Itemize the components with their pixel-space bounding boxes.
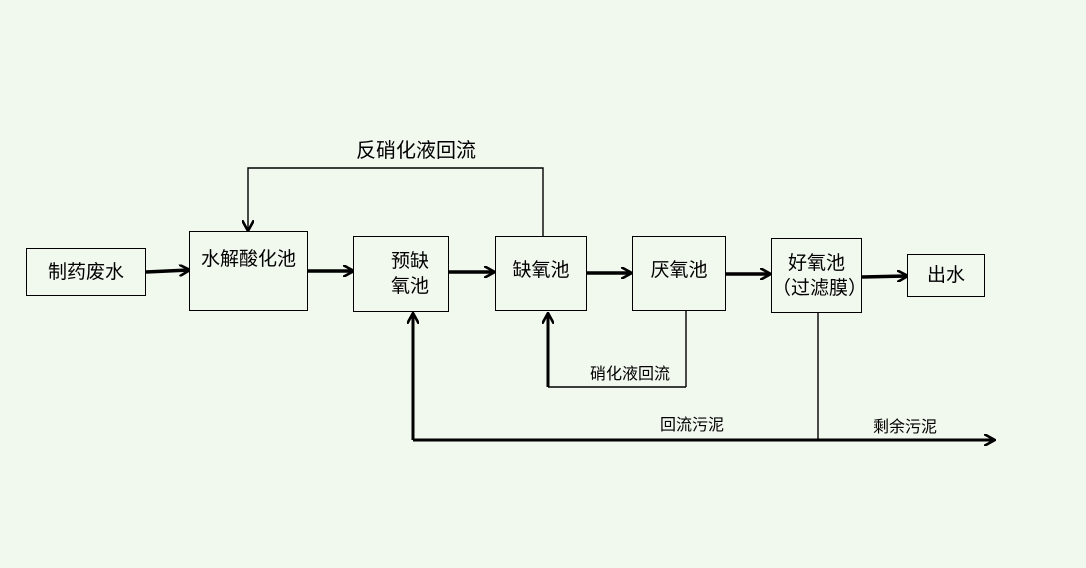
label-return-sludge: 回流污泥 (660, 415, 725, 434)
node-anaerobic: 厌氧池 (632, 236, 726, 311)
label-denitrification-reflux: 反硝化液回流 (356, 138, 476, 162)
node-anoxic-label: 缺氧池 (512, 259, 570, 282)
node-hydrolysis-acidification-label: 水解酸化池 (200, 247, 296, 270)
node-pre-anoxic: 预缺 氧池 (353, 236, 449, 312)
node-pharma-wastewater: 制药废水 (26, 248, 146, 296)
arrow-wastewater-to-hydrolysis (145, 270, 189, 272)
node-anaerobic-label: 厌氧池 (650, 259, 708, 282)
node-pharma-wastewater-label: 制药废水 (47, 260, 124, 283)
node-anoxic: 缺氧池 (495, 236, 587, 311)
node-pre-anoxic-line1: 预缺 (390, 250, 429, 273)
node-hydrolysis-acidification: 水解酸化池 (189, 231, 308, 311)
label-nitrification-reflux: 硝化液回流 (590, 364, 671, 383)
node-aerobic: 好氧池 （过滤膜） (771, 238, 868, 313)
label-excess-sludge: 剩余污泥 (873, 417, 938, 436)
node-aerobic-line2: （过滤膜） (772, 276, 868, 299)
node-aerobic-line1: 好氧池 (787, 251, 845, 274)
arrow-aerobic-to-effluent (861, 276, 907, 277)
node-pre-anoxic-line2: 氧池 (390, 275, 429, 297)
node-effluent: 出水 (907, 254, 985, 297)
line-denitrification-reflux (248, 167, 544, 236)
node-effluent-label: 出水 (926, 264, 965, 287)
